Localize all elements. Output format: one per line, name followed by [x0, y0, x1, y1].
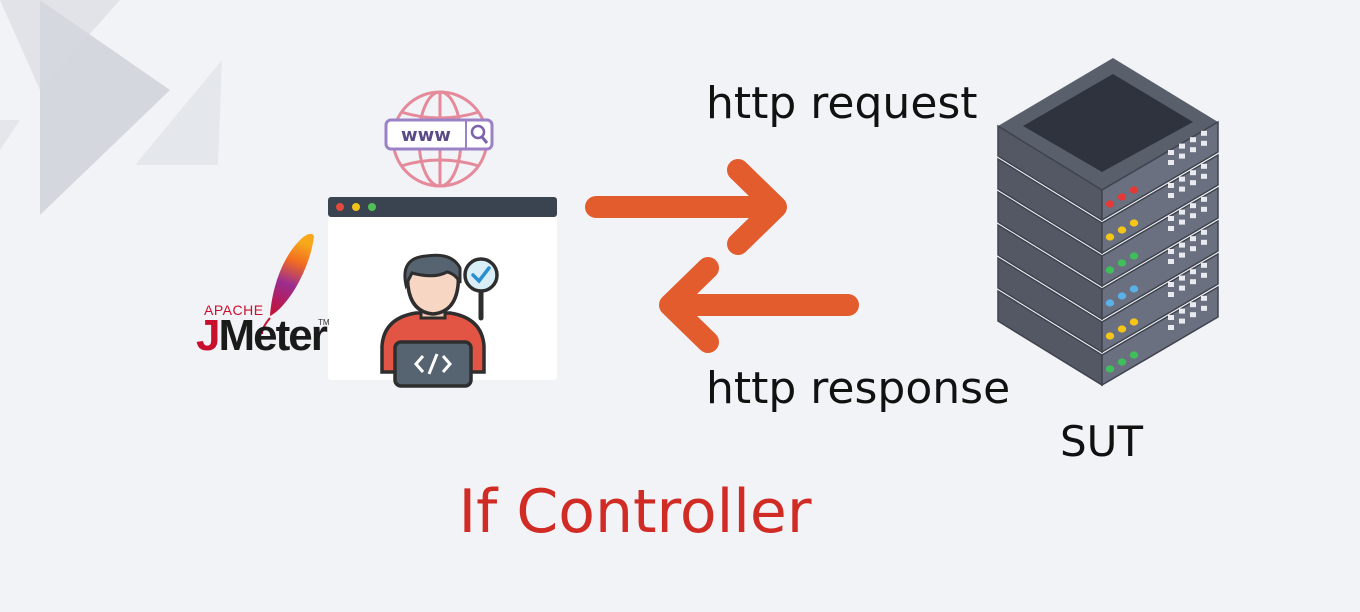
- apache-logo-text: APACHE: [204, 302, 264, 318]
- server-unit: [997, 153, 1219, 255]
- globe-url-text: www: [401, 125, 451, 146]
- server-unit: [997, 219, 1219, 321]
- status-led: [1117, 226, 1127, 234]
- status-led: [1117, 292, 1127, 300]
- status-led: [1105, 365, 1115, 373]
- page-title: If Controller: [458, 477, 812, 547]
- request-arrow-icon: [585, 159, 787, 255]
- server-unit: [997, 120, 1219, 222]
- status-led: [1129, 219, 1139, 227]
- response-arrow-icon: [659, 257, 859, 353]
- browser-title-bar: [328, 197, 557, 217]
- server-unit: [997, 252, 1219, 354]
- server-unit: [997, 285, 1219, 387]
- trademark-mark: TM: [318, 318, 330, 327]
- status-led: [1117, 358, 1127, 366]
- status-led: [1117, 325, 1127, 333]
- developer-icon: [380, 253, 486, 388]
- status-led: [1105, 299, 1115, 307]
- status-led: [1117, 259, 1127, 267]
- status-led: [1129, 351, 1139, 359]
- status-led: [1129, 285, 1139, 293]
- server-unit: [997, 186, 1219, 288]
- status-led: [1105, 233, 1115, 241]
- magnifier-check-icon: [463, 257, 499, 321]
- status-led: [1129, 318, 1139, 326]
- status-led: [1129, 186, 1139, 194]
- status-led: [1117, 193, 1127, 201]
- status-led: [1105, 332, 1115, 340]
- http-response-label: http response: [706, 363, 1011, 414]
- jmeter-logo-meter: Meter: [218, 311, 327, 360]
- status-led: [1105, 200, 1115, 208]
- jmeter-logo: JMeter: [196, 311, 328, 360]
- jmeter-logo-j: J: [196, 311, 221, 360]
- sut-label: SUT: [1060, 417, 1144, 466]
- status-led: [1129, 252, 1139, 260]
- http-request-label: http request: [706, 78, 978, 129]
- status-led: [1105, 266, 1115, 274]
